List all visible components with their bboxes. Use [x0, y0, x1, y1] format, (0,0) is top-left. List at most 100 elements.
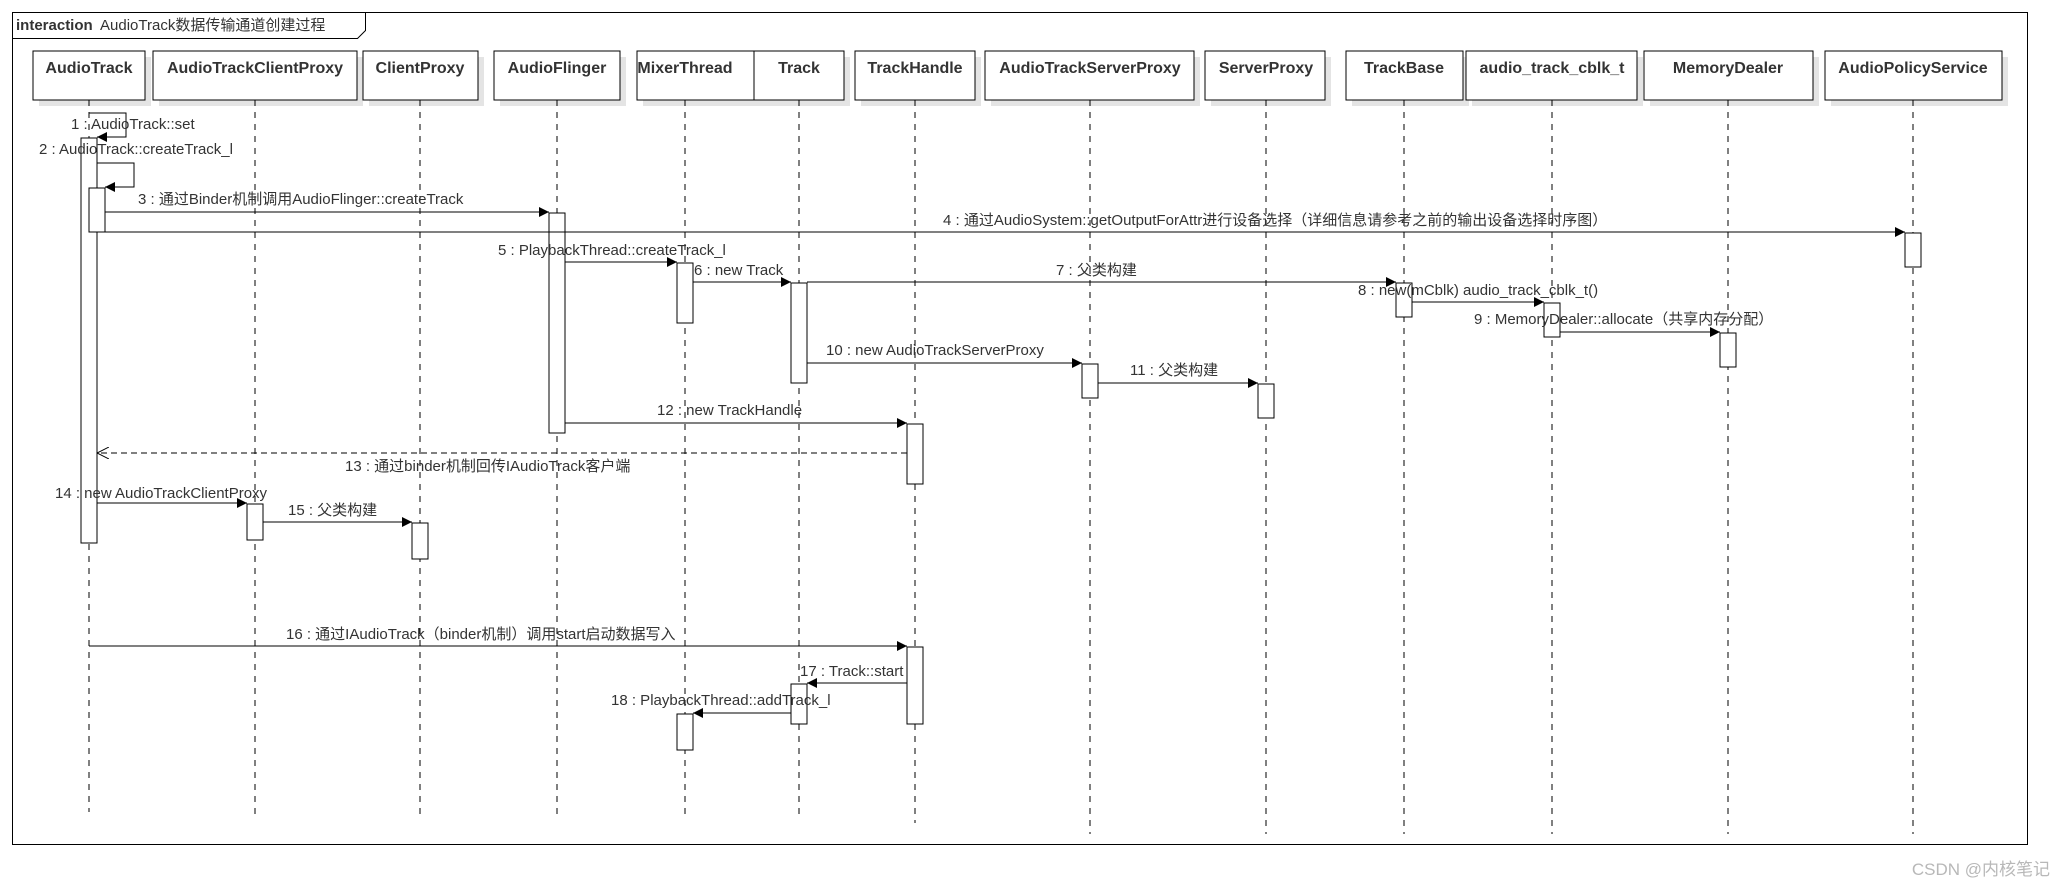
message-5[interactable]: 5 : PlaybackThread::createTrack_l: [498, 242, 726, 267]
watermark: CSDN @内核笔记: [1911, 860, 2050, 879]
message-18[interactable]: 18 : PlaybackThread::addTrack_l: [611, 692, 831, 718]
participant-label: ServerProxy: [1219, 60, 1313, 77]
participant-audiopolicyservice[interactable]: AudioPolicyService: [1824, 50, 2008, 834]
message-label: 1 : AudioTrack::set: [71, 116, 196, 133]
activation-bar: [906, 646, 924, 725]
participant-label: MemoryDealer: [1673, 60, 1783, 77]
participant-head[interactable]: [362, 50, 479, 101]
participant-head[interactable]: [152, 50, 358, 101]
activation-bar: [548, 212, 566, 434]
message-7[interactable]: 7 : 父类构建: [807, 262, 1396, 287]
participant-label: AudioPolicyService: [1838, 60, 1987, 77]
participant-head[interactable]: [854, 50, 976, 101]
activation-bar: [411, 522, 429, 560]
participant-audiotrackclientproxy[interactable]: AudioTrackClientProxy: [152, 50, 363, 818]
message-14[interactable]: 14 : new AudioTrackClientProxy: [55, 485, 268, 508]
message-16[interactable]: 16 : 通过IAudioTrack（binder机制）调用start启动数据写…: [89, 626, 907, 651]
message-label: 10 : new AudioTrackServerProxy: [826, 342, 1044, 359]
activation-bar: [1543, 302, 1561, 338]
participant-label: ClientProxy: [376, 60, 465, 77]
participant-head[interactable]: [1465, 50, 1638, 101]
participant-head[interactable]: [1643, 50, 1814, 101]
participant-label: MixerThread: [637, 60, 732, 77]
message-12[interactable]: 12 : new TrackHandle: [565, 402, 907, 428]
participant-serverproxy[interactable]: ServerProxy: [1204, 50, 1331, 834]
messages: 1 : AudioTrack::set 2 : AudioTrack::crea…: [39, 112, 1905, 718]
participant-audiotrack[interactable]: AudioTrack: [32, 50, 151, 812]
message-label: 17 : Track::start: [800, 663, 904, 680]
activation-bar: [906, 423, 924, 485]
message-label: 8 : new(mCblk) audio_track_cblk_t(): [1358, 282, 1598, 299]
participant-label: TrackHandle: [867, 60, 962, 77]
participant-head[interactable]: [1824, 50, 2003, 101]
participant-mixerthread[interactable]: MixerThread: [636, 50, 760, 818]
participant-head[interactable]: [753, 50, 845, 101]
participants: AudioTrack AudioTrackClientProxy ClientP…: [32, 50, 2008, 834]
message-label: 7 : 父类构建: [1056, 262, 1137, 279]
message-4[interactable]: 4 : 通过AudioSystem::getOutputForAttr进行设备选…: [97, 212, 1905, 237]
message-17[interactable]: 17 : Track::start: [800, 663, 907, 688]
participant-head[interactable]: [1204, 50, 1326, 101]
participant-label: AudioTrack: [45, 60, 132, 77]
participant-track[interactable]: Track: [753, 50, 850, 818]
participant-label: AudioTrackServerProxy: [999, 60, 1181, 77]
participant-head[interactable]: [32, 50, 146, 101]
participant-head[interactable]: [984, 50, 1195, 101]
message-label: 4 : 通过AudioSystem::getOutputForAttr进行设备选…: [943, 212, 1607, 229]
activation-bar: [80, 137, 98, 544]
participant-audio-track-cblk-t[interactable]: audio_track_cblk_t: [1465, 50, 1643, 834]
activation-bar: [1395, 282, 1413, 318]
participant-label: audio_track_cblk_t: [1480, 60, 1626, 77]
message-11[interactable]: 11 : 父类构建: [1098, 362, 1258, 388]
frame-keyword: interaction: [16, 17, 93, 34]
activation-bar: [790, 282, 808, 384]
message-1[interactable]: 1 : AudioTrack::set: [71, 112, 196, 142]
participant-clientproxy[interactable]: ClientProxy: [362, 50, 484, 818]
message-label: 16 : 通过IAudioTrack（binder机制）调用start启动数据写…: [286, 626, 676, 643]
message-8[interactable]: 8 : new(mCblk) audio_track_cblk_t(): [1358, 282, 1598, 307]
participant-audiotrackserverproxy[interactable]: AudioTrackServerProxy: [984, 50, 1200, 834]
message-label: 6 : new Track: [694, 262, 784, 279]
message-3[interactable]: 3 : 通过Binder机制调用AudioFlinger::createTrac…: [105, 191, 549, 217]
message-arrow: [97, 162, 135, 192]
participant-memorydealer[interactable]: MemoryDealer: [1643, 50, 1819, 834]
participant-head[interactable]: [636, 50, 755, 101]
message-label: 3 : 通过Binder机制调用AudioFlinger::createTrac…: [138, 191, 464, 208]
message-13[interactable]: 13 : 通过binder机制回传IAudioTrack客户端: [97, 453, 907, 475]
activation-bar: [790, 683, 808, 725]
activation-bar: [676, 713, 694, 751]
message-label: 5 : PlaybackThread::createTrack_l: [498, 242, 726, 259]
activation-bar: [1904, 232, 1922, 268]
message-label: 14 : new AudioTrackClientProxy: [55, 485, 268, 502]
message-2[interactable]: 2 : AudioTrack::createTrack_l: [39, 141, 233, 192]
message-label: 11 : 父类构建: [1130, 362, 1218, 379]
participant-trackhandle[interactable]: TrackHandle: [854, 50, 981, 823]
interaction-frame: interaction AudioTrack数据传输通道创建过程: [12, 12, 2028, 845]
participant-trackbase[interactable]: TrackBase: [1345, 50, 1469, 834]
participant-label: Track: [778, 60, 820, 77]
message-label: 2 : AudioTrack::createTrack_l: [39, 141, 233, 158]
message-label: 13 : 通过binder机制回传IAudioTrack客户端: [345, 458, 630, 475]
message-label: 12 : new TrackHandle: [657, 402, 802, 419]
participant-audioflinger[interactable]: AudioFlinger: [493, 50, 626, 818]
message-label: 15 : 父类构建: [288, 502, 377, 519]
message-9[interactable]: 9 : MemoryDealer::allocate（共享内存分配）: [1474, 311, 1773, 337]
message-6[interactable]: 6 : new Track: [693, 262, 791, 287]
participant-label: AudioFlinger: [508, 60, 607, 77]
frame-title: interaction AudioTrack数据传输通道创建过程: [16, 17, 325, 34]
activation-bar: [1719, 332, 1737, 368]
frame-name: AudioTrack数据传输通道创建过程: [100, 17, 325, 34]
message-10[interactable]: 10 : new AudioTrackServerProxy: [807, 342, 1082, 368]
participant-head[interactable]: [493, 50, 621, 101]
participant-label: TrackBase: [1364, 60, 1444, 77]
activation-bar: [676, 262, 694, 324]
message-label: 18 : PlaybackThread::addTrack_l: [611, 692, 831, 709]
participant-head[interactable]: [1345, 50, 1464, 101]
participant-label: AudioTrackClientProxy: [167, 60, 343, 77]
activation-bar: [88, 187, 106, 233]
activation-bar: [246, 503, 264, 541]
activation-bar: [1081, 363, 1099, 399]
message-arrow: [89, 112, 127, 142]
message-15[interactable]: 15 : 父类构建: [263, 502, 412, 527]
